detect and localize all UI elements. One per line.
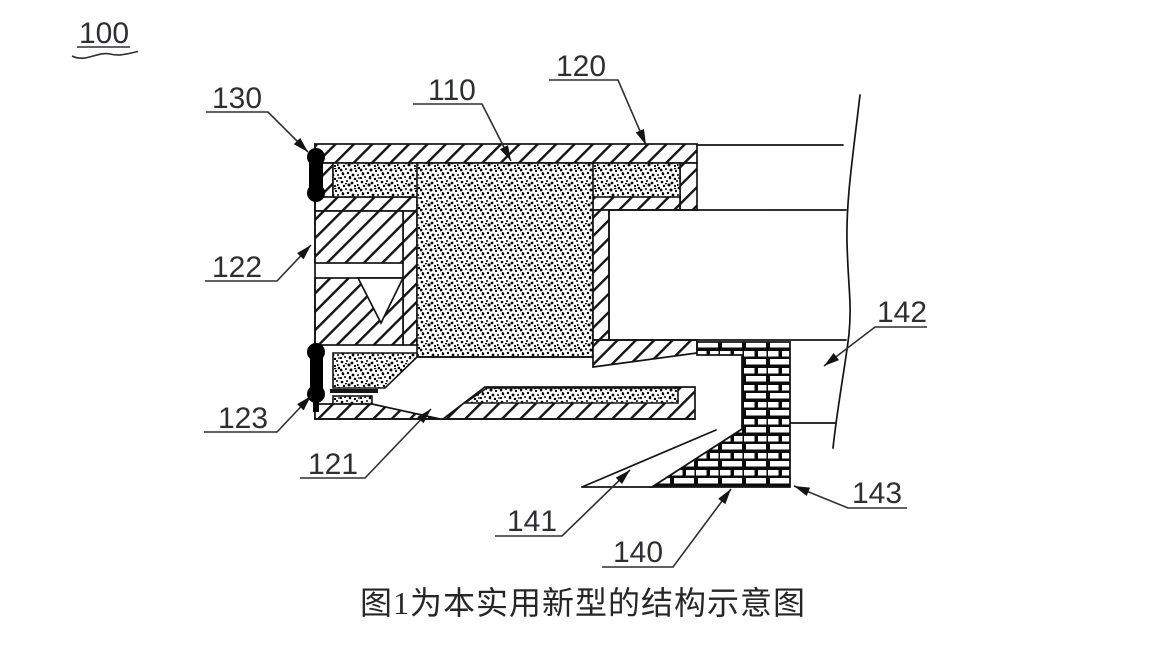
lower-stipple-block <box>332 352 418 389</box>
leader-122 <box>205 244 312 282</box>
left-upper-block-hatch <box>314 210 404 264</box>
leader-lines <box>71 46 927 568</box>
ref-label-142: 142 <box>877 296 927 329</box>
reference-labels: 100 130 110 120 122 123 121 141 140 142 … <box>79 17 927 569</box>
leader-142 <box>823 326 927 367</box>
ref-label-100: 100 <box>79 17 129 50</box>
left-notch <box>356 277 405 325</box>
ref-label-120: 120 <box>556 50 606 83</box>
bottom-plate <box>314 386 696 420</box>
core-stipple-fill <box>416 162 594 358</box>
core-left-wall-hatch <box>402 210 418 346</box>
brick-support-column <box>648 341 791 488</box>
ref-label-122: 122 <box>212 251 262 284</box>
bottom-plate-stipple <box>462 387 679 404</box>
leader-143 <box>793 485 907 509</box>
leader-130 <box>206 111 309 153</box>
thin-wedge-part <box>581 429 717 488</box>
ref-label-121: 121 <box>308 448 358 481</box>
left-bracket-assembly <box>314 143 405 420</box>
leader-141 <box>495 469 631 537</box>
ref-label-123: 123 <box>218 402 268 435</box>
bottom-left-hatch-wedge <box>314 403 441 420</box>
ref-label-130: 130 <box>212 82 262 115</box>
right-frame-lines <box>592 144 847 424</box>
right-bottom-slant-band <box>592 339 698 368</box>
lower-seal <box>307 343 325 412</box>
figure-caption: 图1为本实用新型的结构示意图 <box>360 585 806 621</box>
ref-label-143: 143 <box>852 477 902 510</box>
core-block <box>402 162 698 368</box>
upper-seal <box>307 148 325 202</box>
ref-label-110: 110 <box>428 74 476 107</box>
ref-label-140: 140 <box>613 536 663 569</box>
leader-120 <box>549 79 647 146</box>
core-right-wall-hatch <box>592 209 610 356</box>
leader-110 <box>413 103 512 162</box>
leader-121 <box>300 408 432 479</box>
lower-left-seal-zone <box>314 352 441 420</box>
leader-140 <box>602 488 732 568</box>
leader-123 <box>204 395 312 433</box>
squiggle-100 <box>71 50 139 60</box>
break-line <box>832 94 861 449</box>
ref-label-141: 141 <box>507 505 557 538</box>
